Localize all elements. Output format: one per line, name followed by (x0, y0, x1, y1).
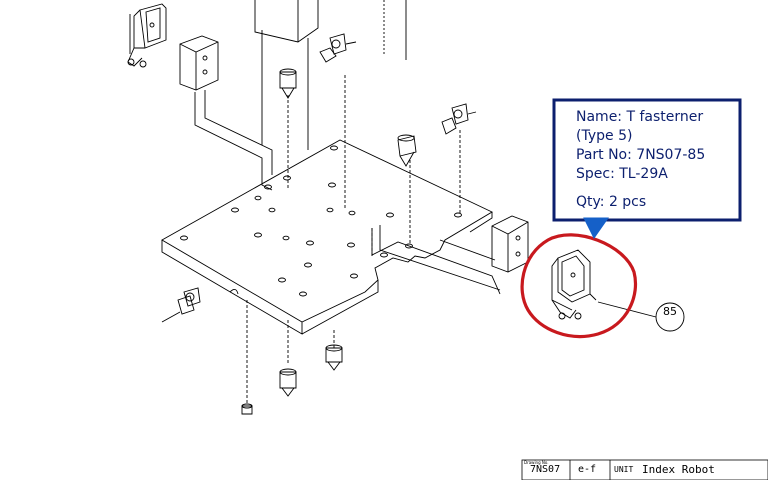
part-type: (Type 5) (576, 128, 633, 144)
column-block (254, 0, 319, 150)
drawing-number: 7NS07 (530, 464, 561, 475)
catch-block-top-left (179, 35, 219, 91)
left-guide-path (194, 90, 273, 191)
t-fastener-85 (551, 249, 597, 320)
callout-text: Name: T fasterner (Type 5) Part No: 7NS0… (576, 108, 736, 212)
highlight-circle (520, 233, 638, 339)
guide-lines (246, 75, 461, 405)
base-plate (161, 139, 493, 335)
t-fastener-top-left (127, 3, 167, 68)
part-name: Name: T fasterner (576, 109, 704, 125)
callout-box (552, 98, 742, 239)
balloon-number: 85 (663, 305, 677, 318)
unit-name: Index Robot (642, 463, 715, 476)
drawing-revision: e-f (578, 464, 597, 475)
pins-and-screws (161, 33, 477, 415)
catch-block-right (491, 215, 529, 273)
title-block (521, 459, 768, 480)
part-number: Part No: 7NS07-85 (576, 147, 706, 163)
part-spec: Spec: TL-29A (576, 166, 668, 182)
unit-label: UNIT (614, 465, 634, 474)
part-qty: Qty: 2 pcs (576, 194, 647, 210)
drawing-no-label: Drawing No. (524, 460, 549, 465)
balloon-circle (655, 302, 685, 332)
plate-holes (180, 145, 462, 297)
